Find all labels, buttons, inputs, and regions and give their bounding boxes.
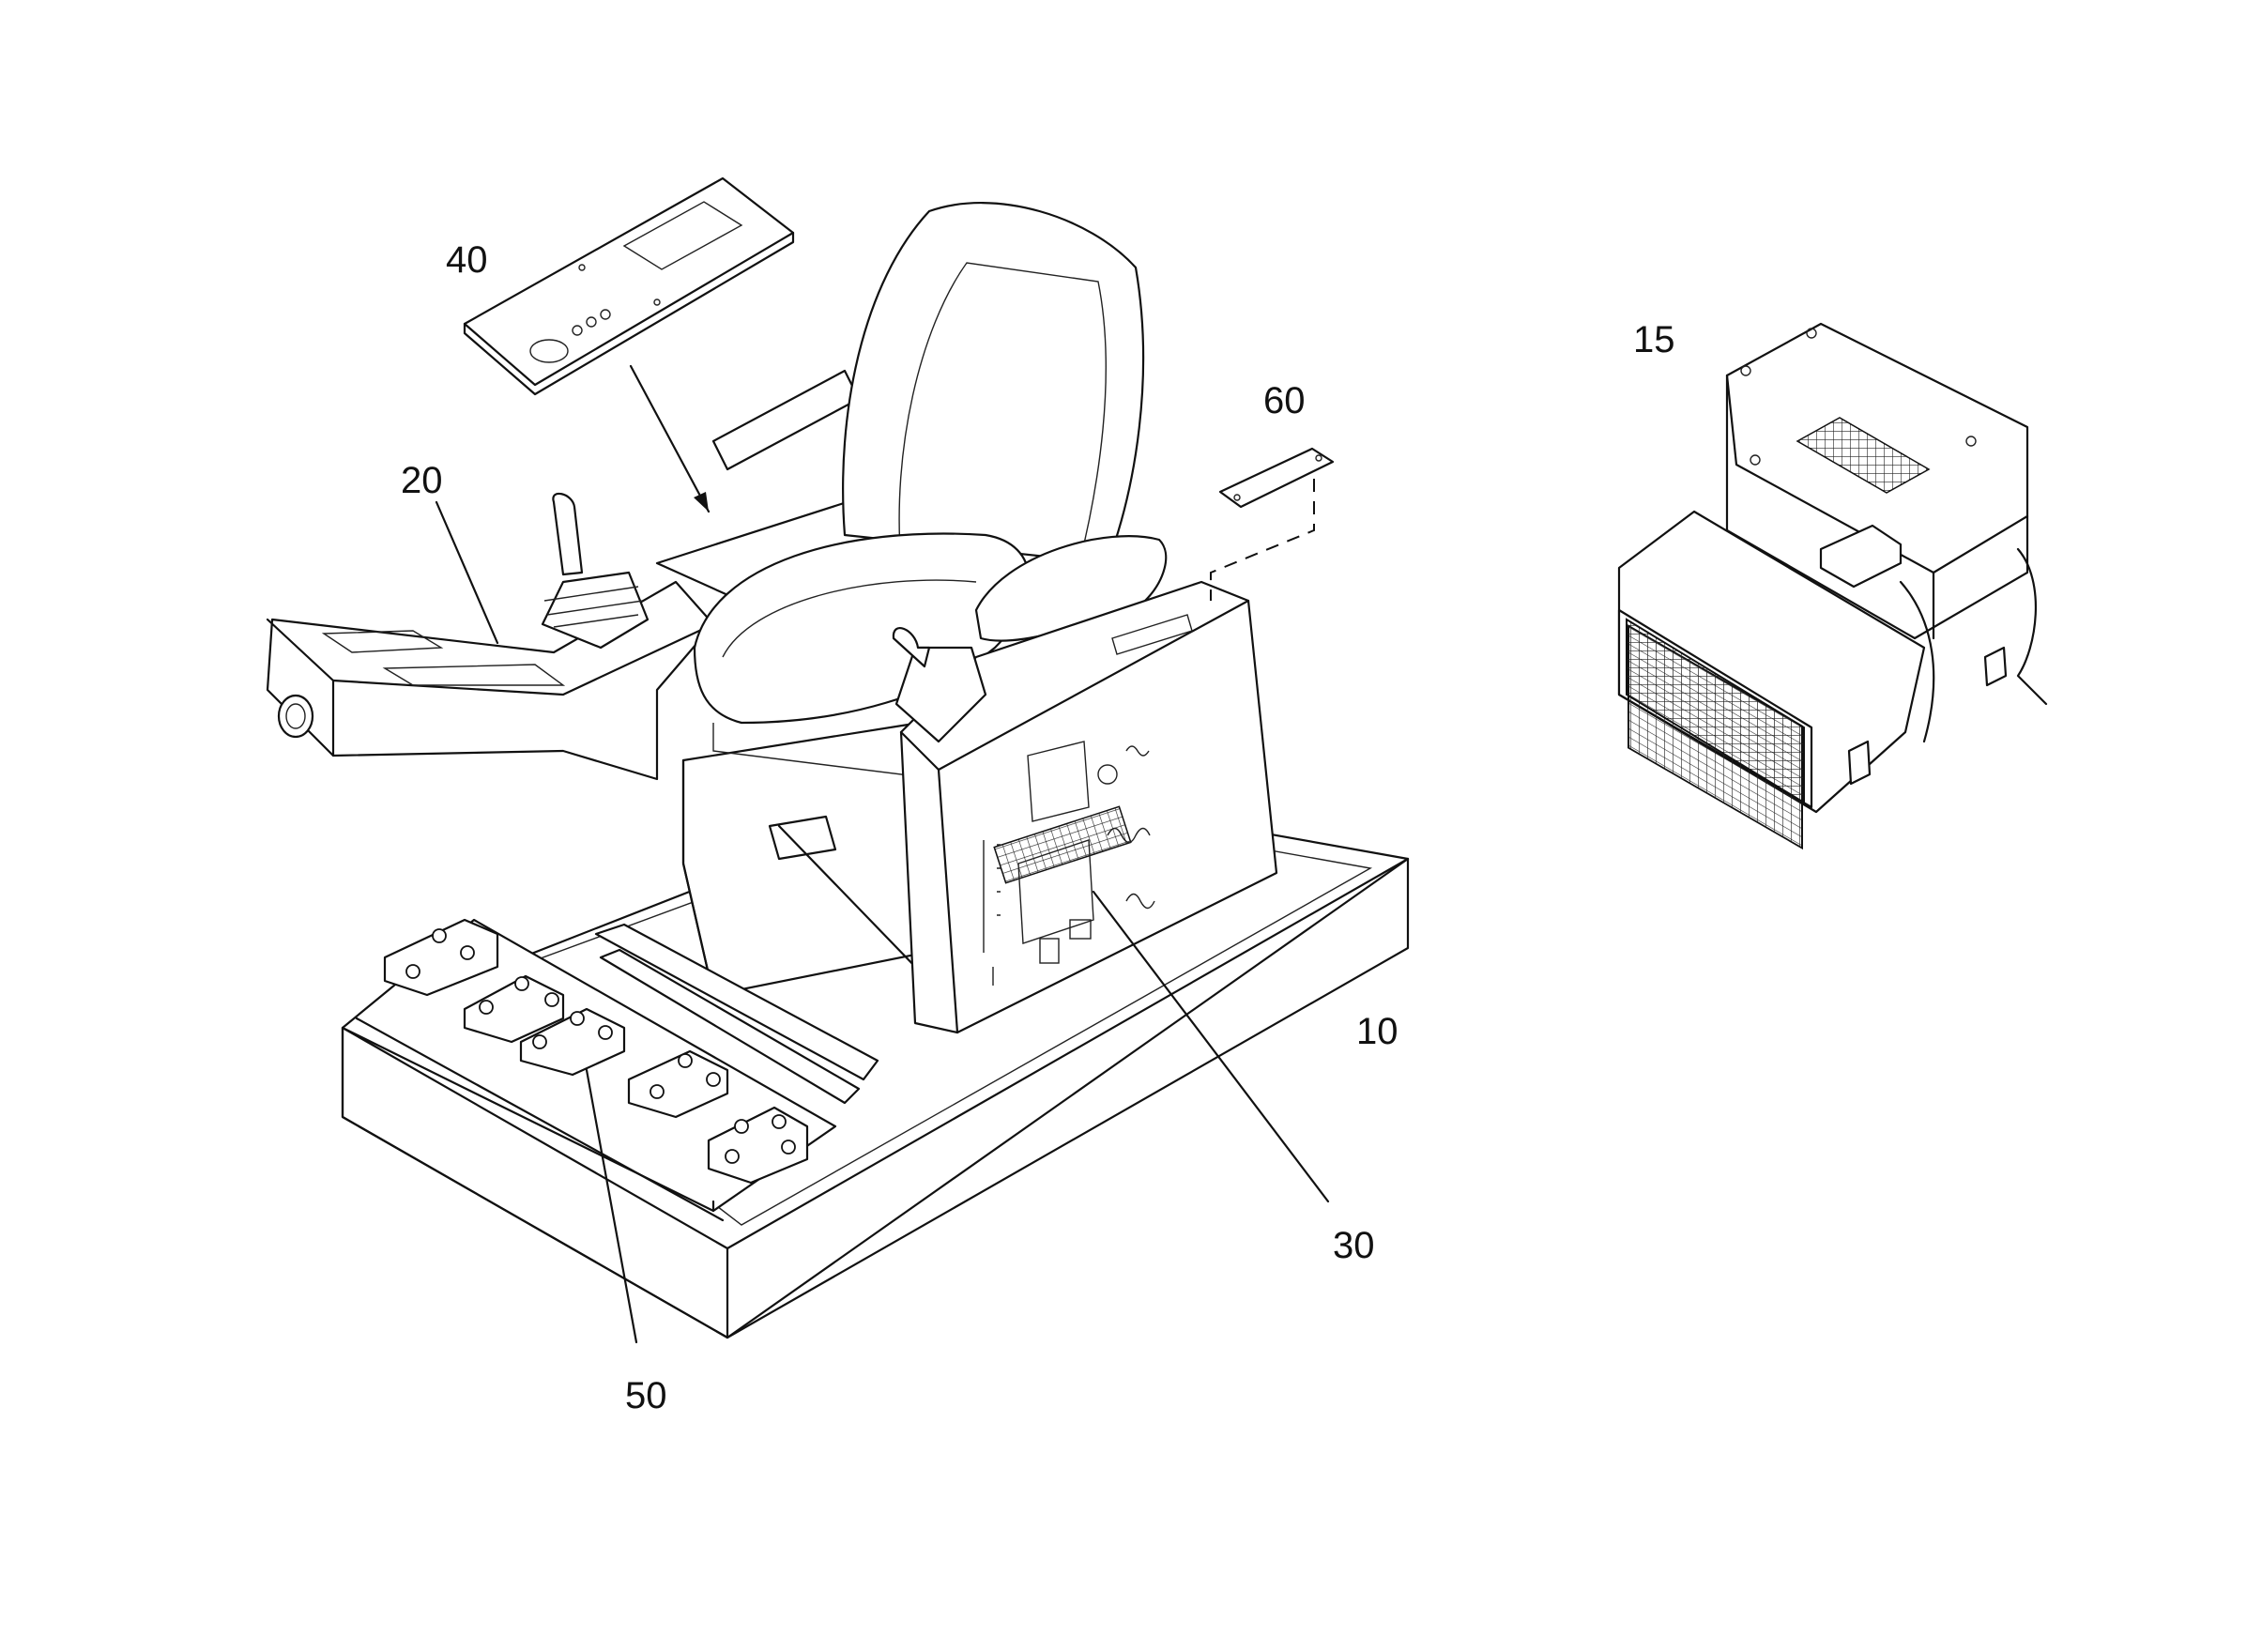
left-console	[266, 580, 715, 781]
left-joystick	[541, 492, 650, 650]
label-60: 60	[1263, 380, 1306, 421]
label-50: 50	[625, 1375, 667, 1416]
label-30: 30	[1333, 1225, 1375, 1266]
leader-lines	[435, 500, 1330, 1344]
label-40: 40	[446, 239, 488, 281]
label-15: 15	[1633, 319, 1675, 360]
right-joystick	[892, 627, 987, 743]
hydraulic-unit	[1617, 322, 2048, 850]
label-20: 20	[401, 460, 443, 501]
floor-rails	[594, 923, 879, 1105]
seat-pedestal	[681, 721, 950, 997]
small-plate	[1218, 447, 1335, 509]
label-10: 10	[1356, 1011, 1398, 1052]
pedal-base	[341, 918, 837, 1222]
right-console	[899, 580, 1278, 1034]
control-panel-plate	[463, 176, 795, 396]
